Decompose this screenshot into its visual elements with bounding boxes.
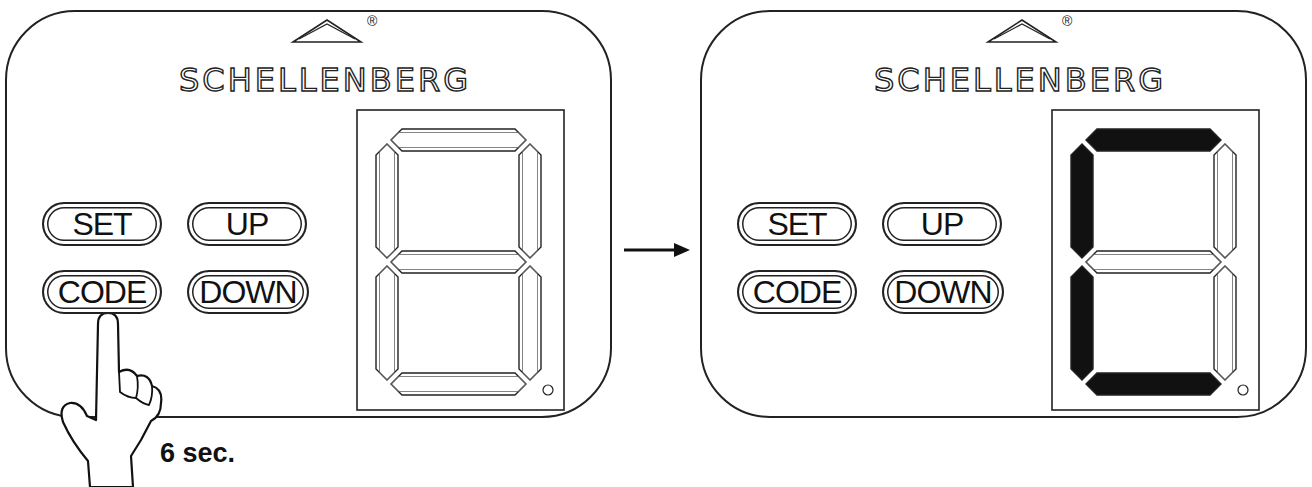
display-segment [1071, 144, 1093, 258]
display-segment [376, 144, 398, 258]
display-segment [1086, 251, 1221, 273]
roof-emblem [293, 20, 361, 42]
keypad-button: DOWN [882, 270, 1004, 314]
button-label: SET [72, 208, 131, 240]
display-frame [1052, 110, 1259, 410]
button-label: DOWN [894, 276, 991, 308]
display-segment [1214, 144, 1236, 258]
roof-emblem [988, 20, 1056, 42]
display-segment [391, 129, 526, 151]
keypad-button: SET [737, 202, 857, 246]
control-panel: SCHELLENBERG ® SET UP CODE DOWN [5, 10, 612, 418]
decimal-point [543, 385, 553, 395]
decimal-point [1238, 385, 1248, 395]
brand-logo: SCHELLENBERG [874, 64, 1166, 96]
button-label: UP [226, 208, 268, 240]
button-label: CODE [753, 276, 841, 308]
brand-logo: SCHELLENBERG [179, 64, 471, 96]
button-label: UP [921, 208, 963, 240]
duration-note: 6 sec. [160, 440, 235, 467]
button-label: SET [767, 208, 826, 240]
keypad-button: SET [42, 202, 162, 246]
button-label: DOWN [199, 276, 296, 308]
display-segment [1071, 266, 1093, 380]
display-segment [1086, 129, 1221, 151]
display-segment [391, 373, 526, 395]
display-segment [391, 251, 526, 273]
display-segment [1086, 373, 1221, 395]
display-segment [1214, 266, 1236, 380]
display-frame [357, 110, 564, 410]
display-segment [519, 144, 541, 258]
registered-mark: ® [367, 14, 377, 28]
registered-mark: ® [1062, 14, 1072, 28]
flow-arrow [624, 243, 690, 257]
keypad-button: UP [187, 202, 307, 246]
display-segment [376, 266, 398, 380]
keypad-button: CODE [737, 270, 857, 314]
keypad-button: DOWN [187, 270, 309, 314]
keypad-button: CODE [42, 270, 162, 314]
control-panel: SCHELLENBERG ® SET UP CODE DOWN [700, 10, 1307, 418]
keypad-button: UP [882, 202, 1002, 246]
button-label: CODE [58, 276, 146, 308]
display-segment [519, 266, 541, 380]
